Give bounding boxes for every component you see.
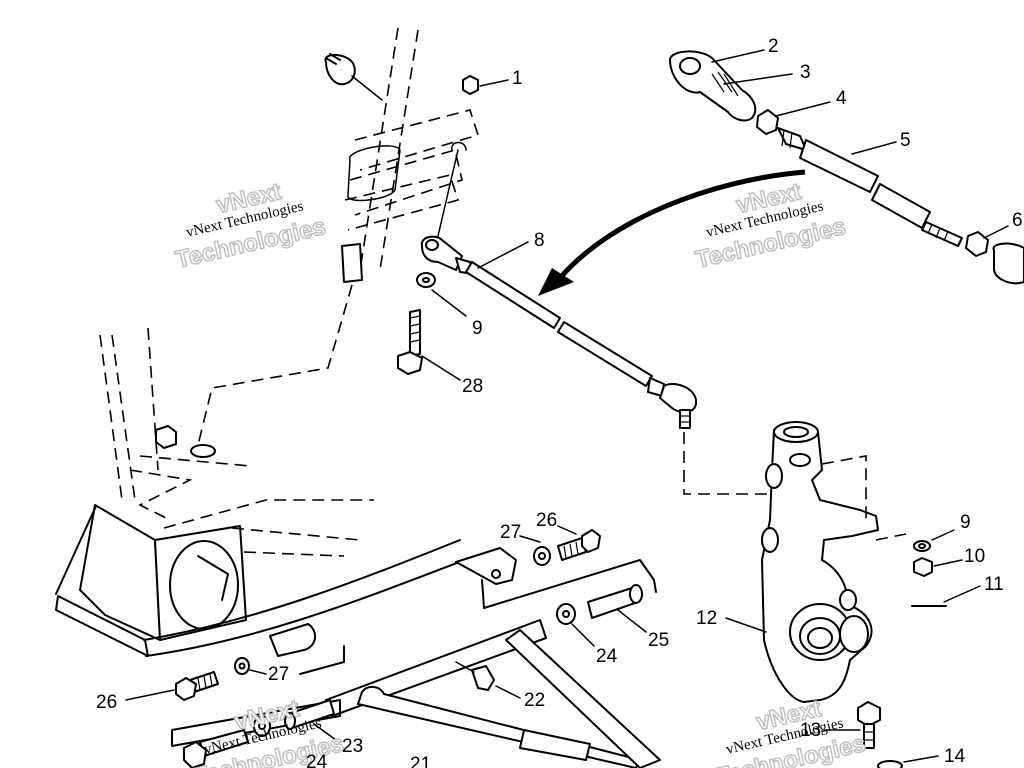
frame-chassis [55,327,471,657]
callout-9-left: 9 [472,318,483,339]
grease-fitting-22 [455,661,521,699]
callout-8: 8 [534,230,545,251]
callout-26-upper: 26 [536,510,557,531]
callout-13: 13 [800,720,821,741]
washer-and-bolt-left [397,272,467,381]
callout-21: 21 [410,754,431,768]
washer-bolt-upper [519,525,601,566]
callout-10: 10 [964,546,985,567]
spindle-knuckle-12 [725,421,907,703]
callout-11: 11 [984,574,1004,595]
pivot-bolt-25 [556,584,647,647]
callout-24-upper: 24 [596,646,618,667]
watermark-right: vNext vNext Technologies Technologies [692,177,848,274]
bolt-13-and-14 [823,701,939,768]
watermark-bottom-right: vNext vNext Technologies Technologies [712,694,868,768]
tie-rod-part-8 [420,235,770,495]
tie-rod-end-upper-left [324,53,383,101]
callout-28: 28 [462,376,483,397]
callout-4: 4 [836,88,847,109]
callout-27-lower: 27 [268,664,289,685]
callout-25: 25 [648,630,669,651]
callout-9-right: 9 [960,512,971,533]
watermark-left: vNext vNext Technologies Technologies [172,177,328,274]
callout-12: 12 [696,608,717,629]
washer-bolt-lower [183,715,271,768]
callout-2: 2 [768,36,779,57]
steering-post [190,27,480,458]
nut-part-1 [437,75,509,237]
a-arm-part-21 [171,619,661,768]
hardware-9-10-11 [911,529,981,607]
callout-22: 22 [524,690,545,711]
callout-14: 14 [944,746,966,767]
callout-23: 23 [342,736,363,757]
callout-3: 3 [800,62,811,83]
callout-24-lower: 24 [306,752,328,768]
callout-6: 6 [1012,210,1023,231]
callout-27-upper: 27 [500,522,521,543]
callout-5: 5 [900,130,911,151]
callout-1: 1 [512,68,523,89]
assembly-arrow [538,169,806,296]
callout-26-lower: 26 [96,692,117,713]
washer-bolt-left [125,657,267,701]
bushing-23 [284,699,337,741]
tie-rod-assembly-right [669,50,1024,285]
bracket-upper [455,547,657,609]
callout-labels: 1 2 3 4 5 6 8 9 28 27 26 9 10 11 12 25 2… [96,36,1023,768]
